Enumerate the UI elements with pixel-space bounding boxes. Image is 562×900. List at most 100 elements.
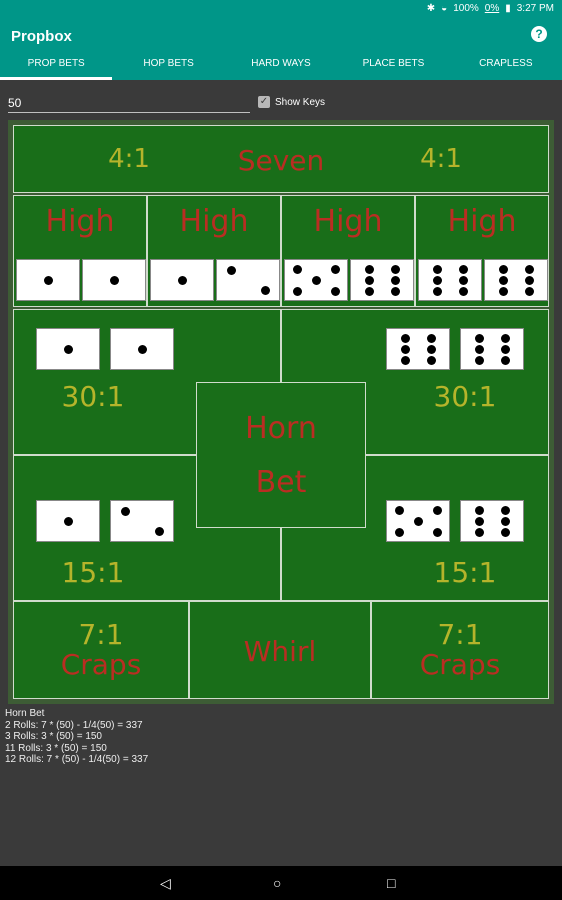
high-label-4: High	[447, 204, 517, 239]
pip	[433, 506, 442, 515]
pip	[391, 265, 400, 274]
pip	[501, 334, 510, 343]
bet-result: Horn Bet 2 Rolls: 7 * (50) - 1/4(50) = 3…	[5, 708, 148, 766]
app-bar: Propbox ?	[0, 18, 562, 54]
pip	[501, 517, 510, 526]
pip	[499, 276, 508, 285]
pip	[525, 276, 534, 285]
die-aces-a	[36, 328, 100, 370]
pip	[261, 286, 270, 295]
pip	[427, 356, 436, 365]
die-high-11-a	[284, 259, 348, 301]
die-eleven-a	[386, 500, 450, 542]
result-line: 2 Rolls: 7 * (50) - 1/4(50) = 337	[5, 719, 143, 731]
pip	[499, 265, 508, 274]
pip	[365, 287, 374, 296]
pip	[227, 266, 236, 275]
pip	[501, 528, 510, 537]
tab-hop-bets[interactable]: HOP BETS	[143, 58, 194, 69]
whirl-bet-area[interactable]: Whirl	[189, 601, 371, 699]
pip	[391, 287, 400, 296]
die-twelve-b	[460, 328, 524, 370]
tab-hard-ways[interactable]: HARD WAYS	[251, 58, 311, 69]
navigation-bar: ◁ ○ □	[0, 866, 562, 900]
three-odds: 15:1	[61, 556, 125, 589]
pip	[155, 527, 164, 536]
die-high-2-a	[16, 259, 80, 301]
result-line: 11 Rolls: 3 * (50) = 150	[5, 742, 107, 754]
craps-right-label: Craps	[419, 648, 501, 681]
craps-bet-right[interactable]: 7:1 Craps	[371, 601, 549, 699]
app-title: Propbox	[11, 28, 72, 45]
craps-right-odds: 7:1	[437, 618, 483, 651]
whirl-label: Whirl	[243, 635, 317, 668]
pip	[501, 506, 510, 515]
pip	[44, 276, 53, 285]
tab-place-bets[interactable]: PLACE BETS	[362, 58, 425, 69]
show-keys-label[interactable]: Show Keys	[275, 97, 326, 108]
high-label-1: High	[45, 204, 115, 239]
tab-crapless[interactable]: CRAPLESS	[479, 58, 533, 69]
seven-bet-area[interactable]: 4:1 Seven 4:1	[13, 125, 549, 193]
clock: 3:27 PM	[516, 3, 554, 14]
tab-prop-bets[interactable]: PROP BETS	[0, 54, 113, 80]
pip	[365, 265, 374, 274]
pip	[401, 334, 410, 343]
bet-amount-input[interactable]	[8, 96, 250, 110]
pip	[433, 287, 442, 296]
die-three-a	[36, 500, 100, 542]
pip	[401, 356, 410, 365]
pip	[475, 506, 484, 515]
pip	[331, 287, 340, 296]
horn-bet-area[interactable]: Horn Bet	[196, 382, 366, 528]
bet-label: Bet	[255, 465, 307, 500]
die-eleven-b	[460, 500, 524, 542]
pip	[433, 276, 442, 285]
help-icon[interactable]: ?	[531, 26, 547, 42]
seven-label: Seven	[237, 144, 325, 177]
seven-right-odds: 4:1	[420, 144, 462, 174]
back-icon[interactable]: ◁	[160, 875, 171, 891]
seven-left-odds: 4:1	[108, 144, 150, 174]
wifi-icon: ◒	[441, 3, 448, 14]
craps-bet-left[interactable]: 7:1 Craps	[13, 601, 189, 699]
show-keys-checkbox[interactable]: ✓	[258, 96, 270, 108]
pip	[401, 345, 410, 354]
pip	[525, 265, 534, 274]
pip	[331, 265, 340, 274]
recents-icon[interactable]: □	[387, 875, 396, 891]
pip	[501, 345, 510, 354]
pip	[64, 345, 73, 354]
craps-left-odds: 7:1	[78, 618, 124, 651]
pip	[475, 334, 484, 343]
twelve-odds: 30:1	[433, 380, 497, 413]
eleven-odds: 15:1	[433, 556, 497, 589]
pip	[499, 287, 508, 296]
pip	[475, 528, 484, 537]
pip	[433, 265, 442, 274]
pip	[475, 517, 484, 526]
result-title: Horn Bet	[5, 708, 45, 719]
craps-left-label: Craps	[60, 648, 142, 681]
die-aces-b	[110, 328, 174, 370]
data-level: 0%	[484, 3, 500, 14]
prop-bet-board: 4:1 Seven 4:1 High High High High	[8, 120, 554, 704]
pip	[312, 276, 321, 285]
die-high-12-b	[484, 259, 548, 301]
die-high-11-b	[350, 259, 414, 301]
home-icon[interactable]: ○	[273, 875, 282, 891]
die-high-3-b	[216, 259, 280, 301]
die-three-b	[110, 500, 174, 542]
high-label-3: High	[313, 204, 383, 239]
pip	[178, 276, 187, 285]
horn-label: Horn	[245, 411, 317, 446]
bet-three[interactable]: 15:1	[13, 455, 281, 601]
bet-input-wrapper	[8, 94, 250, 113]
tab-bar: PROP BETS HOP BETS HARD WAYS PLACE BETS …	[0, 54, 562, 80]
pip	[64, 517, 73, 526]
pip	[138, 345, 147, 354]
pip	[459, 276, 468, 285]
bet-controls: ✓ Show Keys	[0, 80, 562, 120]
status-bar: ✱ ◒ 100% 0% ▮ 3:27 PM	[0, 0, 562, 18]
pip	[365, 276, 374, 285]
